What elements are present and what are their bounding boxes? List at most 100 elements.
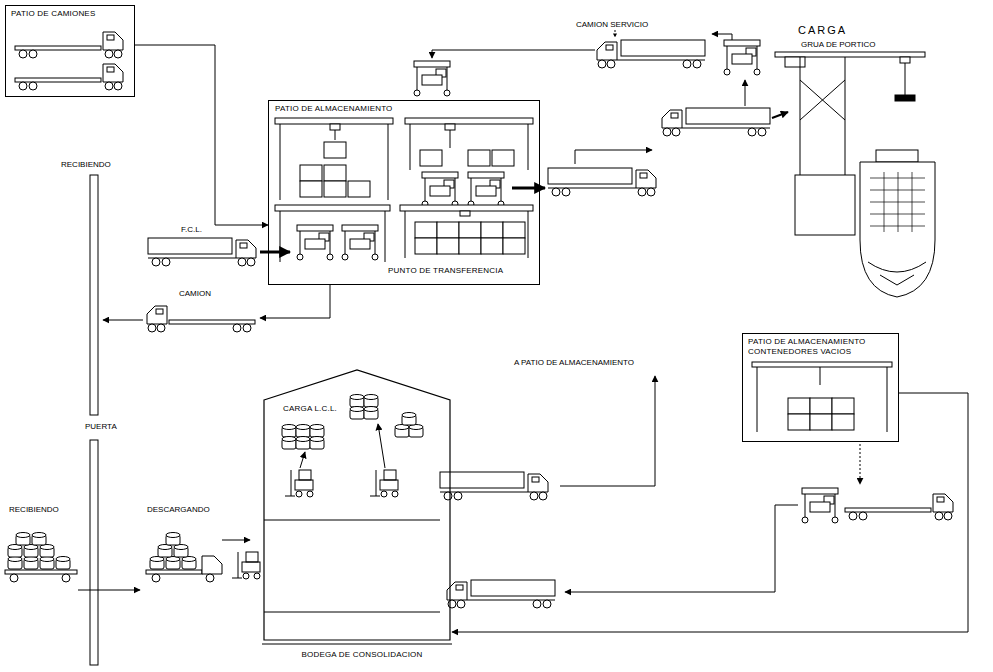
node-label: PATIO DE CAMIONES [10, 9, 96, 19]
container [300, 181, 322, 197]
container [415, 222, 437, 238]
cargo-drum [8, 557, 22, 570]
straddle-carrier [414, 61, 450, 96]
straddle-carrier [724, 40, 760, 75]
cargo-drum [310, 425, 324, 438]
gate-bar [90, 440, 98, 665]
storage-yard-box: PATIO DE ALMACENAMIENTOPUNTO DE TRANSFER… [268, 100, 540, 285]
ship [860, 150, 935, 297]
cargo-drum [24, 545, 38, 558]
area-label: DESCARGANDO [146, 505, 211, 515]
straddle-carrier [422, 172, 458, 207]
area-label: GRUA DE PORTICO [800, 40, 877, 50]
flow-arrow [565, 505, 798, 592]
truck [147, 306, 255, 332]
container [437, 238, 459, 254]
container [832, 398, 854, 414]
container [468, 150, 490, 166]
flow-connector [452, 393, 968, 632]
cargo-drum [150, 557, 164, 570]
yard-gantry [400, 205, 533, 258]
cargo-drum [350, 395, 364, 408]
container [503, 238, 525, 254]
straddle-carrier [297, 225, 333, 260]
cargo-drum [282, 437, 296, 450]
cargo-drum [310, 437, 324, 450]
container [481, 238, 503, 254]
container [481, 222, 503, 238]
container [810, 414, 832, 430]
node-label: BODEGA DE CONSOLIDACION [266, 650, 458, 660]
area-label: RECIBIENDO [8, 505, 60, 515]
container [503, 222, 525, 238]
container-truck [447, 580, 555, 608]
cargo-drum [364, 395, 378, 408]
yard-gantry [405, 118, 533, 170]
straddle-carrier [342, 225, 378, 260]
flow-arrow [222, 540, 250, 541]
yard-gantry [275, 205, 390, 262]
flow-connector [135, 45, 268, 225]
consolidation-warehouse: CARGA L.C.L.BODEGA DE CONSOLIDACION [262, 368, 452, 665]
flow-arrow [575, 150, 652, 164]
warehouse-outline [264, 370, 450, 640]
container [324, 165, 346, 181]
container [300, 165, 322, 181]
flow-arrow [745, 80, 746, 106]
straddle-carrier [468, 172, 504, 207]
node-label: PATIO DE ALMACENAMIENTO CONTENEDORES VAC… [747, 337, 895, 357]
area-label: F.C.L. [180, 225, 203, 235]
container [324, 142, 346, 158]
container [832, 414, 854, 430]
cargo-truck [5, 570, 77, 582]
container [788, 414, 810, 430]
cargo-drum [409, 425, 423, 438]
area-label: A PATIO DE ALMACENAMIENTO [513, 358, 635, 368]
straddle-carrier [802, 488, 838, 523]
flow-arrow [103, 320, 143, 321]
area-label: PUERTA [84, 422, 118, 432]
container [324, 181, 346, 197]
forklift [232, 552, 260, 579]
flow-arrow [260, 285, 330, 318]
forklift [370, 470, 398, 497]
container-truck [440, 472, 548, 500]
trailer-truck [15, 64, 123, 90]
truck [845, 494, 953, 520]
yard-gantry [752, 362, 892, 432]
flow-arrow [512, 187, 545, 190]
cargo-drum [24, 557, 38, 570]
container-truck [148, 238, 256, 266]
flow-arrow [560, 376, 655, 486]
flow-arrow [432, 50, 595, 58]
container [492, 150, 514, 166]
container [348, 181, 370, 197]
flow-arrow [712, 34, 732, 40]
cargo-truck [146, 556, 222, 582]
node-label: PUNTO DE TRANSFERENCIA [387, 266, 504, 276]
container [437, 222, 459, 238]
flow-arrow [772, 112, 788, 118]
truck-yard-box: PATIO DE CAMIONES [5, 5, 135, 97]
cargo-drum [296, 437, 310, 450]
area-label: CAMION SERVICIO [575, 20, 649, 30]
cargo-drum [166, 557, 180, 570]
flow-arrow [260, 251, 290, 254]
container [415, 238, 437, 254]
warehouse-floor [262, 644, 452, 645]
container [788, 398, 810, 414]
container-truck [662, 108, 770, 136]
node-label: CARGA L.C.L. [282, 404, 338, 414]
gate-bar [90, 175, 98, 415]
trailer-truck [15, 32, 123, 58]
cargo-drum [8, 545, 22, 558]
container [459, 238, 481, 254]
flow-arrow [300, 452, 305, 468]
cargo-drum [350, 407, 364, 420]
area-label: CAMION [178, 289, 212, 299]
cargo-drum [282, 425, 296, 438]
cargo-drum [402, 413, 416, 426]
cargo-drum [56, 557, 70, 570]
area-label: RECIBIENDO [60, 160, 112, 170]
